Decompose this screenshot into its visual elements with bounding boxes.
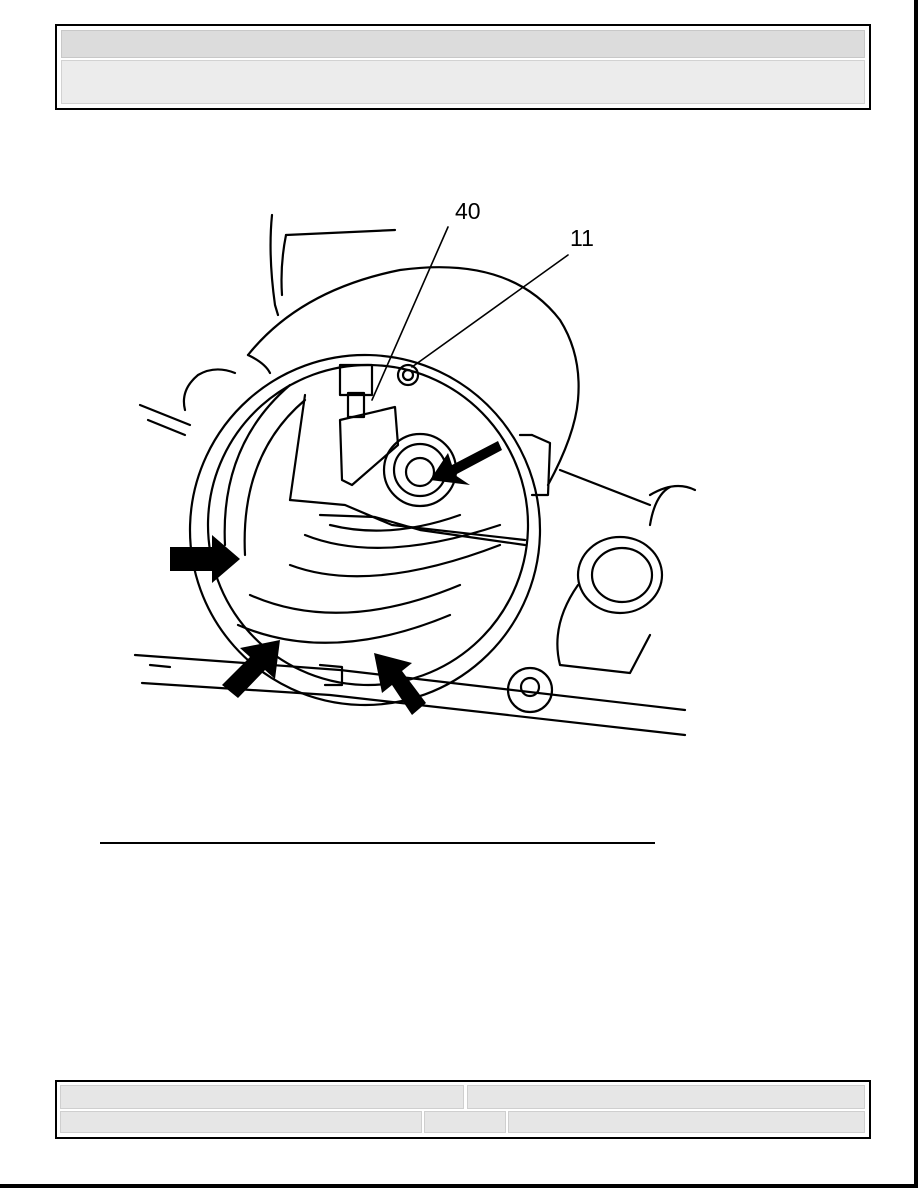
housing-upper-outline: [269, 213, 280, 317]
sensor-body: [338, 405, 400, 487]
arrow-bottom-left: [222, 640, 280, 698]
callout-40: 40: [455, 198, 481, 224]
housing-right-line: [558, 468, 652, 507]
technical-illustration: 40 11: [130, 195, 710, 740]
callout-11: 11: [570, 225, 594, 251]
internal-wall: [288, 393, 307, 502]
housing-right-curve: [648, 484, 697, 497]
arrow-shaft: [430, 441, 502, 485]
inner-ring7: [328, 513, 462, 532]
cylinder-right-band: [530, 433, 552, 497]
header-box: [55, 24, 871, 110]
bottom-notch: [318, 663, 344, 687]
inner-ring5: [288, 543, 502, 578]
housing-left-line1: [138, 403, 192, 427]
base-plate-line3: [148, 663, 172, 669]
part-40-fitting: [338, 363, 374, 397]
section-divider: [100, 842, 655, 844]
internal-plate: [288, 498, 527, 542]
internal-plate-edge: [318, 513, 527, 547]
right-port-inner: [590, 546, 654, 604]
left-boss: [182, 368, 237, 412]
cylinder-outer-rim: [246, 266, 580, 487]
bottom-bolt-outer: [506, 666, 554, 714]
housing-top-flange: [284, 228, 397, 237]
cylinder-front-rim: [188, 353, 542, 707]
arrow-bottom-right: [374, 653, 426, 715]
header-title-bar: [61, 30, 865, 58]
inner-ring2: [243, 398, 307, 557]
cylinder-inner-rim: [206, 363, 530, 687]
footer-box: [55, 1080, 871, 1139]
right-port-outer: [576, 535, 664, 615]
arrow-left-notch: [170, 535, 240, 583]
leader-40: [371, 226, 449, 401]
housing-top-bracket: [280, 233, 288, 297]
shaft-inner: [404, 456, 436, 488]
footer-right-top: [467, 1085, 865, 1109]
footer-left-bottom: [60, 1111, 422, 1133]
right-port-body: [556, 583, 652, 675]
footer-left-top: [60, 1085, 464, 1109]
part-11-bolt: [396, 363, 420, 387]
housing-left-line2: [146, 418, 187, 437]
footer-middle-bottom: [424, 1111, 506, 1133]
base-plate-line1: [133, 653, 687, 712]
inner-ring4: [248, 583, 462, 614]
cylinder-top-edge: [246, 353, 272, 375]
inner-ring3: [236, 613, 452, 644]
footer-right-bottom: [508, 1111, 865, 1133]
housing-right-curve2: [648, 485, 672, 527]
inner-ring1: [223, 383, 292, 547]
bottom-bolt-inner: [519, 676, 541, 698]
part-40-stem: [346, 391, 366, 419]
part-11-bolt-inner: [401, 368, 415, 382]
base-plate-line2: [140, 681, 687, 737]
illustration-svg: [133, 213, 697, 737]
header-subtitle-bar: [61, 60, 865, 104]
leader-11: [411, 254, 569, 368]
